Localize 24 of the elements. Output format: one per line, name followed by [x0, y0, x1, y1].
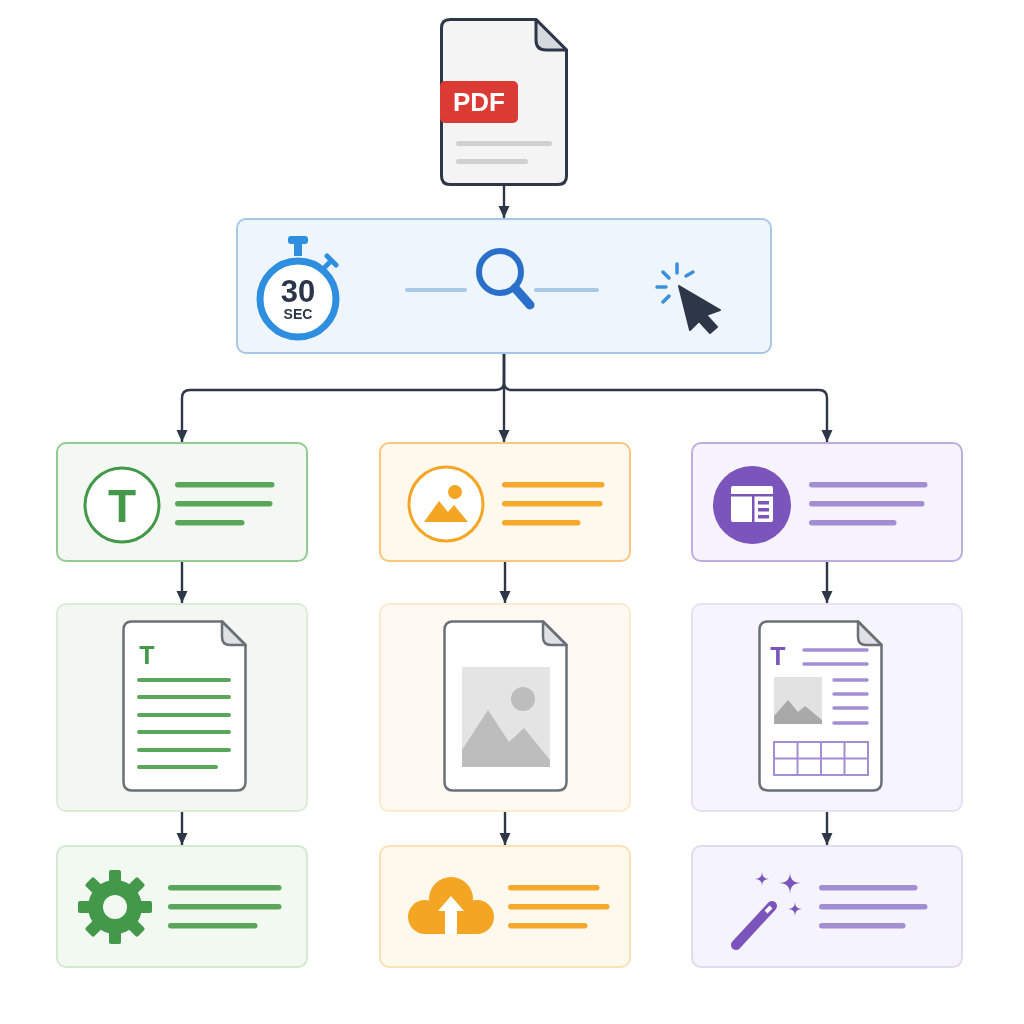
document-panel — [56, 603, 308, 812]
type-letter: T — [139, 642, 155, 668]
arrow — [499, 562, 511, 603]
type-letter: T — [107, 483, 137, 529]
arrow — [821, 562, 833, 603]
arrow — [502, 354, 833, 442]
document-panel — [691, 603, 963, 812]
arrow — [176, 812, 188, 845]
arrow — [499, 812, 511, 845]
category-card — [691, 442, 963, 562]
action-card — [379, 845, 631, 968]
action-card — [691, 845, 963, 968]
arrow — [176, 562, 188, 603]
arrow — [498, 186, 510, 218]
time-unit-label: SEC — [283, 307, 313, 321]
category-card — [379, 442, 631, 562]
category-card — [56, 442, 308, 562]
document-panel — [379, 603, 631, 812]
seconds-count: 30 — [280, 275, 316, 307]
format-label: PDF — [440, 81, 518, 123]
type-letter: T — [770, 643, 786, 669]
arrow — [821, 812, 833, 845]
process-panel — [236, 218, 772, 354]
action-card — [56, 845, 308, 968]
